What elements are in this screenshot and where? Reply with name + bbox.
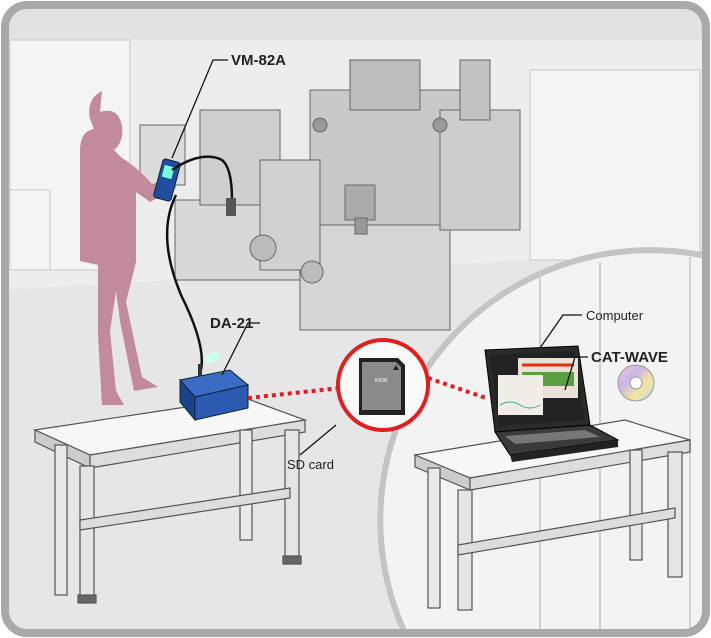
label-da-21: DA-21 (210, 315, 253, 332)
label-vm-82a: VM-82A (231, 52, 286, 69)
accelerometer (226, 198, 236, 216)
right-table (412, 419, 691, 611)
label-cat-wave: CAT-WAVE (591, 349, 668, 366)
cat-wave-cd-icon (617, 364, 655, 402)
connection-sd-to-computer (427, 376, 487, 400)
sensor-cable (165, 155, 234, 371)
da-21-recorder (179, 351, 250, 422)
label-sd-card: SD card (287, 457, 334, 472)
left-table (32, 397, 308, 604)
machine-tools (139, 59, 521, 331)
label-computer: Computer (586, 308, 644, 323)
leader-lines (171, 59, 588, 456)
operator-silhouette (80, 91, 176, 405)
sd-card-icon: RION (359, 358, 405, 415)
svg-text:RION: RION (375, 378, 388, 384)
